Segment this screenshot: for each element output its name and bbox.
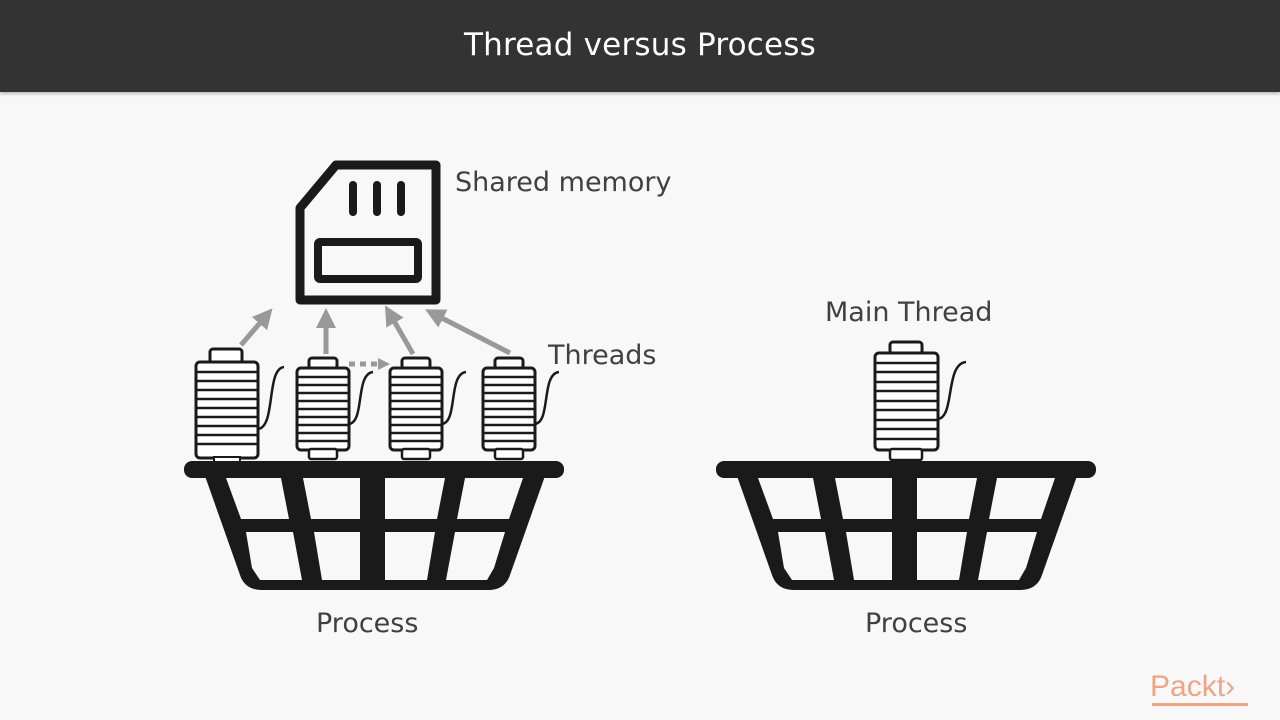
slide-title: Thread versus Process (463, 27, 816, 63)
threads-label: Threads (548, 340, 657, 371)
logo-underline (1152, 703, 1248, 706)
slide-header: Thread versus Process (0, 0, 1280, 92)
thread-spool-icon (388, 356, 467, 461)
memory-card-icon (295, 160, 441, 305)
basket-icon (716, 461, 1096, 590)
right-process-label: Process (865, 608, 968, 639)
shared-memory-label: Shared memory (455, 167, 672, 198)
arrow-icon (385, 305, 416, 356)
thread-spool-icon (873, 340, 967, 462)
arrow-icon (239, 308, 273, 347)
access-arrows (239, 305, 512, 370)
basket-icon (184, 461, 564, 590)
main-thread-label: Main Thread (825, 297, 993, 328)
thread-spool-icon (295, 356, 374, 461)
packt-logo: Packt› (1150, 670, 1236, 703)
thread-spool-icon (194, 347, 285, 466)
left-process-label: Process (316, 608, 419, 639)
arrow-icon (425, 309, 512, 356)
thread-spool-icon (481, 356, 560, 461)
